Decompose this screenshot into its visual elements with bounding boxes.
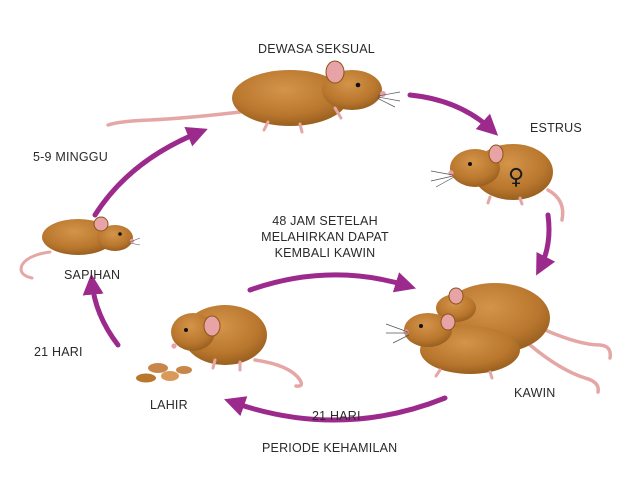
label-weaning-to-adult: 5-9 MINGGU	[33, 150, 108, 164]
arrow-birth-to-weaning	[82, 273, 121, 348]
female-symbol: ♀	[508, 165, 524, 190]
label-gestation-days: 21 HARI	[312, 409, 361, 423]
arrow-adult-to-estrus	[407, 92, 499, 136]
estrus-rat-illustration	[430, 144, 565, 222]
stage-label-weaning: SAPIHAN	[64, 268, 121, 282]
postpartum-line-1: 48 JAM SETELAH	[272, 214, 378, 228]
cycle-arrows	[82, 92, 556, 423]
stage-label-mating: KAWIN	[514, 386, 556, 400]
stage-label-estrus: ESTRUS	[530, 121, 582, 135]
stage-label-adult: DEWASA SEKSUAL	[258, 42, 375, 56]
arrow-weaning-to-adult	[92, 126, 208, 218]
arrow-mating-to-birth	[224, 395, 448, 423]
label-postpartum-mating: 48 JAM SETELAH MELAHIRKAN DAPAT KEMBALI …	[240, 213, 410, 261]
adult-rat-illustration	[106, 60, 401, 134]
postpartum-line-2: MELAHIRKAN DAPAT	[261, 230, 389, 244]
weaning-rat-illustration	[19, 216, 141, 280]
label-birth-to-weaning: 21 HARI	[34, 345, 83, 359]
arrow-postpartum-mating	[247, 272, 417, 293]
label-gestation-period: PERIODE KEHAMILAN	[262, 441, 398, 455]
stage-label-birth: LAHIR	[150, 398, 188, 412]
birth-rat-illustration	[136, 305, 304, 388]
mating-rats-illustration	[385, 283, 613, 394]
postpartum-line-3: KEMBALI KAWIN	[274, 246, 376, 260]
arrow-estrus-to-mating	[536, 212, 556, 276]
